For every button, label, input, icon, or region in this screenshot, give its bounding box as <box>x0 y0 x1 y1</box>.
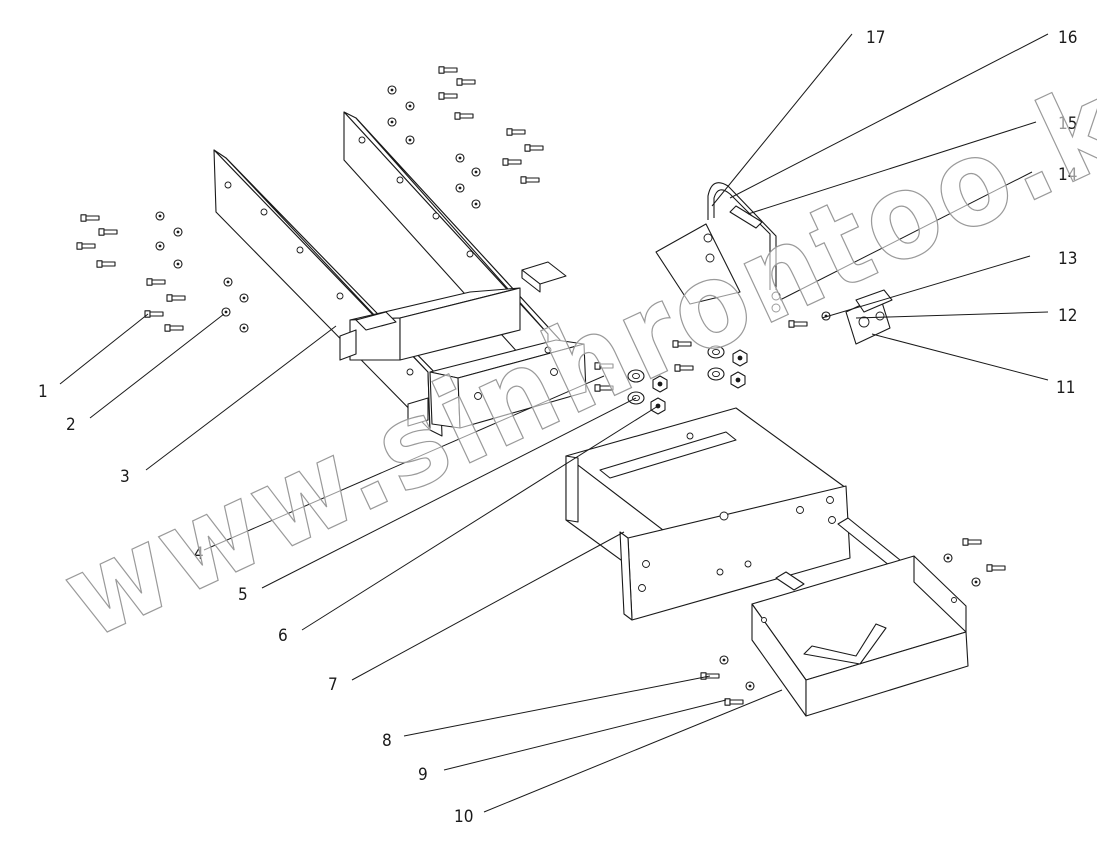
callout-16: 16 <box>1058 28 1077 48</box>
watermark-text: www.sinhrontoo.kz <box>44 26 1097 665</box>
callout-1: 1 <box>38 382 48 402</box>
leader-lines <box>59 33 1049 813</box>
callout-10: 10 <box>454 807 473 827</box>
tool-tray <box>700 538 1006 717</box>
callout-8: 8 <box>382 731 392 751</box>
callout-11: 11 <box>1056 378 1075 398</box>
callout-13: 13 <box>1058 249 1077 269</box>
fastener-set-left <box>76 211 249 333</box>
callout-17: 17 <box>866 28 885 48</box>
callout-15: 15 <box>1058 114 1077 134</box>
callout-14: 14 <box>1058 165 1077 185</box>
cross-member <box>339 287 587 429</box>
callout-5: 5 <box>238 585 248 605</box>
callout-6: 6 <box>278 626 288 646</box>
callout-3: 3 <box>120 467 130 487</box>
callout-2: 2 <box>66 415 76 435</box>
callout-4: 4 <box>194 544 204 564</box>
u-bolt-clamp <box>655 182 781 313</box>
callout-9: 9 <box>418 765 428 785</box>
callout-7: 7 <box>328 675 338 695</box>
callout-numbers: 1 2 3 4 5 6 7 8 9 10 11 12 13 14 15 16 1… <box>38 28 1077 827</box>
callout-12: 12 <box>1058 306 1077 326</box>
